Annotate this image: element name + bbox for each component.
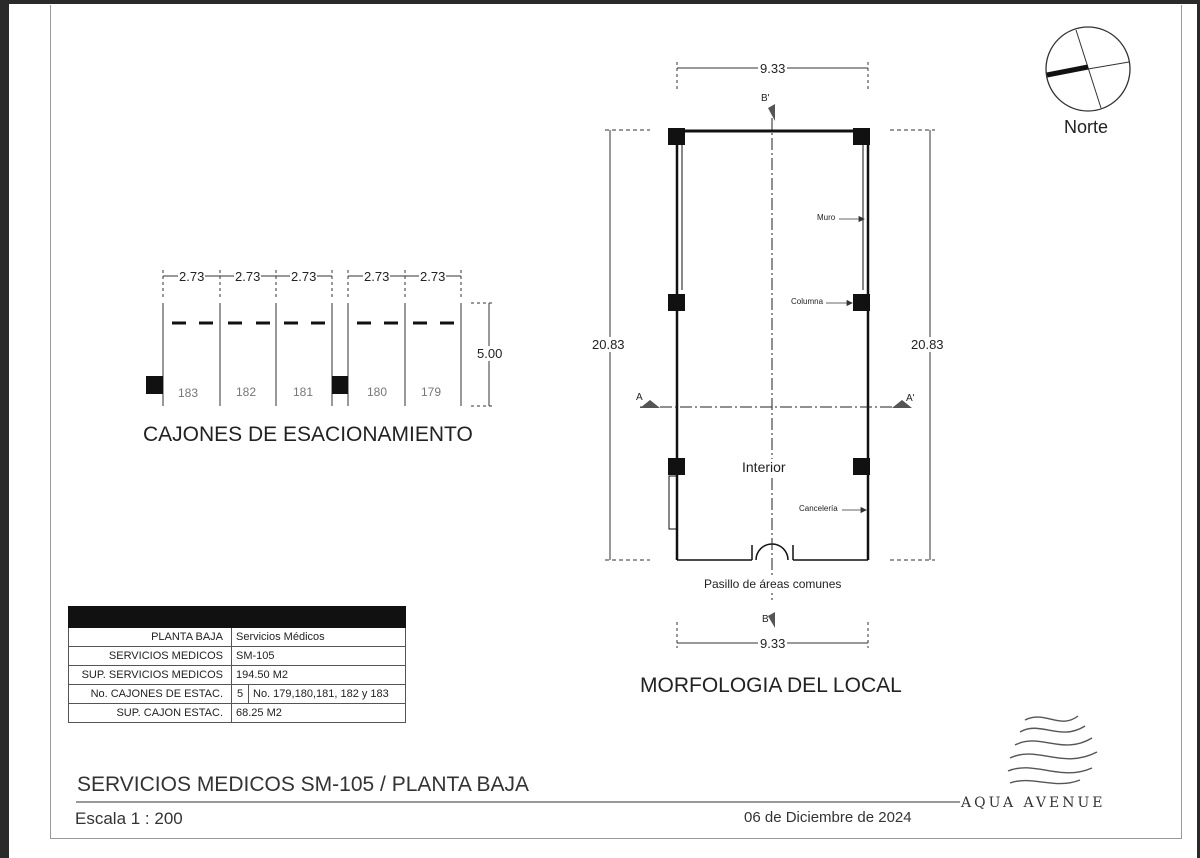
- window-frame-left: [0, 0, 9, 858]
- table-key: No. CAJONES DE ESTAC.: [68, 684, 232, 704]
- corridor-label: Pasillo de áreas comunes: [704, 577, 842, 591]
- section-marker-label: B: [762, 614, 769, 625]
- plan-width-label: 9.33: [758, 636, 788, 651]
- section-marker-label: A': [906, 393, 915, 404]
- parking-column: [146, 376, 163, 394]
- parking-width-label: 2.73: [178, 269, 206, 284]
- parking-space-number: 179: [421, 385, 442, 399]
- section-lines: [640, 118, 910, 600]
- table-value: No. 179,180,181, 182 y 183: [248, 684, 406, 704]
- table-key: SUP. CAJON ESTAC.: [68, 703, 232, 723]
- table-value: Servicios Médicos: [231, 627, 406, 647]
- parking-space-number: 181: [293, 385, 314, 399]
- table-row: SUP. CAJON ESTAC. 68.25 M2: [68, 703, 406, 723]
- plan-door: [751, 543, 794, 561]
- north-label: Norte: [1064, 117, 1109, 137]
- window-frame-right: [1197, 0, 1200, 858]
- parking-space-number: 183: [178, 386, 199, 400]
- section-marker-label: B': [761, 93, 770, 104]
- parking-width-label: 2.73: [290, 269, 318, 284]
- plan-height-label: 20.83: [592, 337, 625, 352]
- table-row: SERVICIOS MEDICOS SM-105: [68, 646, 406, 666]
- parking-diagram: [146, 270, 494, 407]
- summary-table: PLANTA BAJA Servicios Médicos SERVICIOS …: [68, 606, 406, 723]
- aqua-avenue-logo-waves: [1007, 715, 1098, 785]
- table-key: SERVICIOS MEDICOS: [68, 646, 232, 666]
- table-key: PLANTA BAJA: [68, 627, 232, 647]
- wall-label: Muro: [817, 213, 836, 222]
- column-label: Columna: [791, 297, 824, 306]
- section-marker-label: A: [636, 392, 643, 403]
- plan-title: MORFOLOGIA DEL LOCAL: [640, 674, 902, 697]
- sheet-title: SERVICIOS MEDICOS SM-105 / PLANTA BAJA: [77, 773, 530, 796]
- floor-plan: [605, 62, 935, 648]
- parking-width-label: 2.73: [363, 269, 391, 284]
- parking-dimension-lines: [162, 270, 494, 407]
- parking-title: CAJONES DE ESACIONAMIENTO: [143, 423, 473, 446]
- parking-depth-label: 5.00: [477, 346, 503, 361]
- table-row: SUP. SERVICIOS MEDICOS 194.50 M2: [68, 665, 406, 685]
- north-compass: [1045, 26, 1131, 112]
- parking-space-number: 182: [236, 385, 257, 399]
- table-key: SUP. SERVICIOS MEDICOS: [68, 665, 232, 685]
- interior-label: Interior: [742, 459, 786, 475]
- leader-arrows: [826, 215, 867, 514]
- date-label: 06 de Diciembre de 2024: [744, 809, 912, 826]
- brand-name: AQUA AVENUE: [961, 795, 1106, 811]
- window-frame-top: [0, 0, 1200, 4]
- table-value: 68.25 M2: [231, 703, 406, 723]
- plan-width-label: 9.33: [758, 61, 788, 76]
- table-row: No. CAJONES DE ESTAC. 5 No. 179,180,181,…: [68, 684, 406, 704]
- table-count: 5: [231, 684, 249, 704]
- glazing-label: Cancelería: [799, 504, 838, 513]
- table-value: SM-105: [231, 646, 406, 666]
- parking-column: [332, 376, 348, 394]
- parking-width-label: 2.73: [419, 269, 447, 284]
- parking-width-label: 2.73: [234, 269, 262, 284]
- section-markers: [640, 104, 912, 628]
- table-header-bar: [68, 606, 406, 628]
- table-row: PLANTA BAJA Servicios Médicos: [68, 627, 406, 647]
- plan-columns: [668, 128, 870, 475]
- table-value: 194.50 M2: [231, 665, 406, 685]
- plan-walls: [668, 129, 870, 561]
- scale-label: Escala 1 : 200: [75, 809, 183, 828]
- parking-space-number: 180: [367, 385, 388, 399]
- plan-dimension-lines: [605, 62, 935, 648]
- plan-height-label: 20.83: [911, 337, 944, 352]
